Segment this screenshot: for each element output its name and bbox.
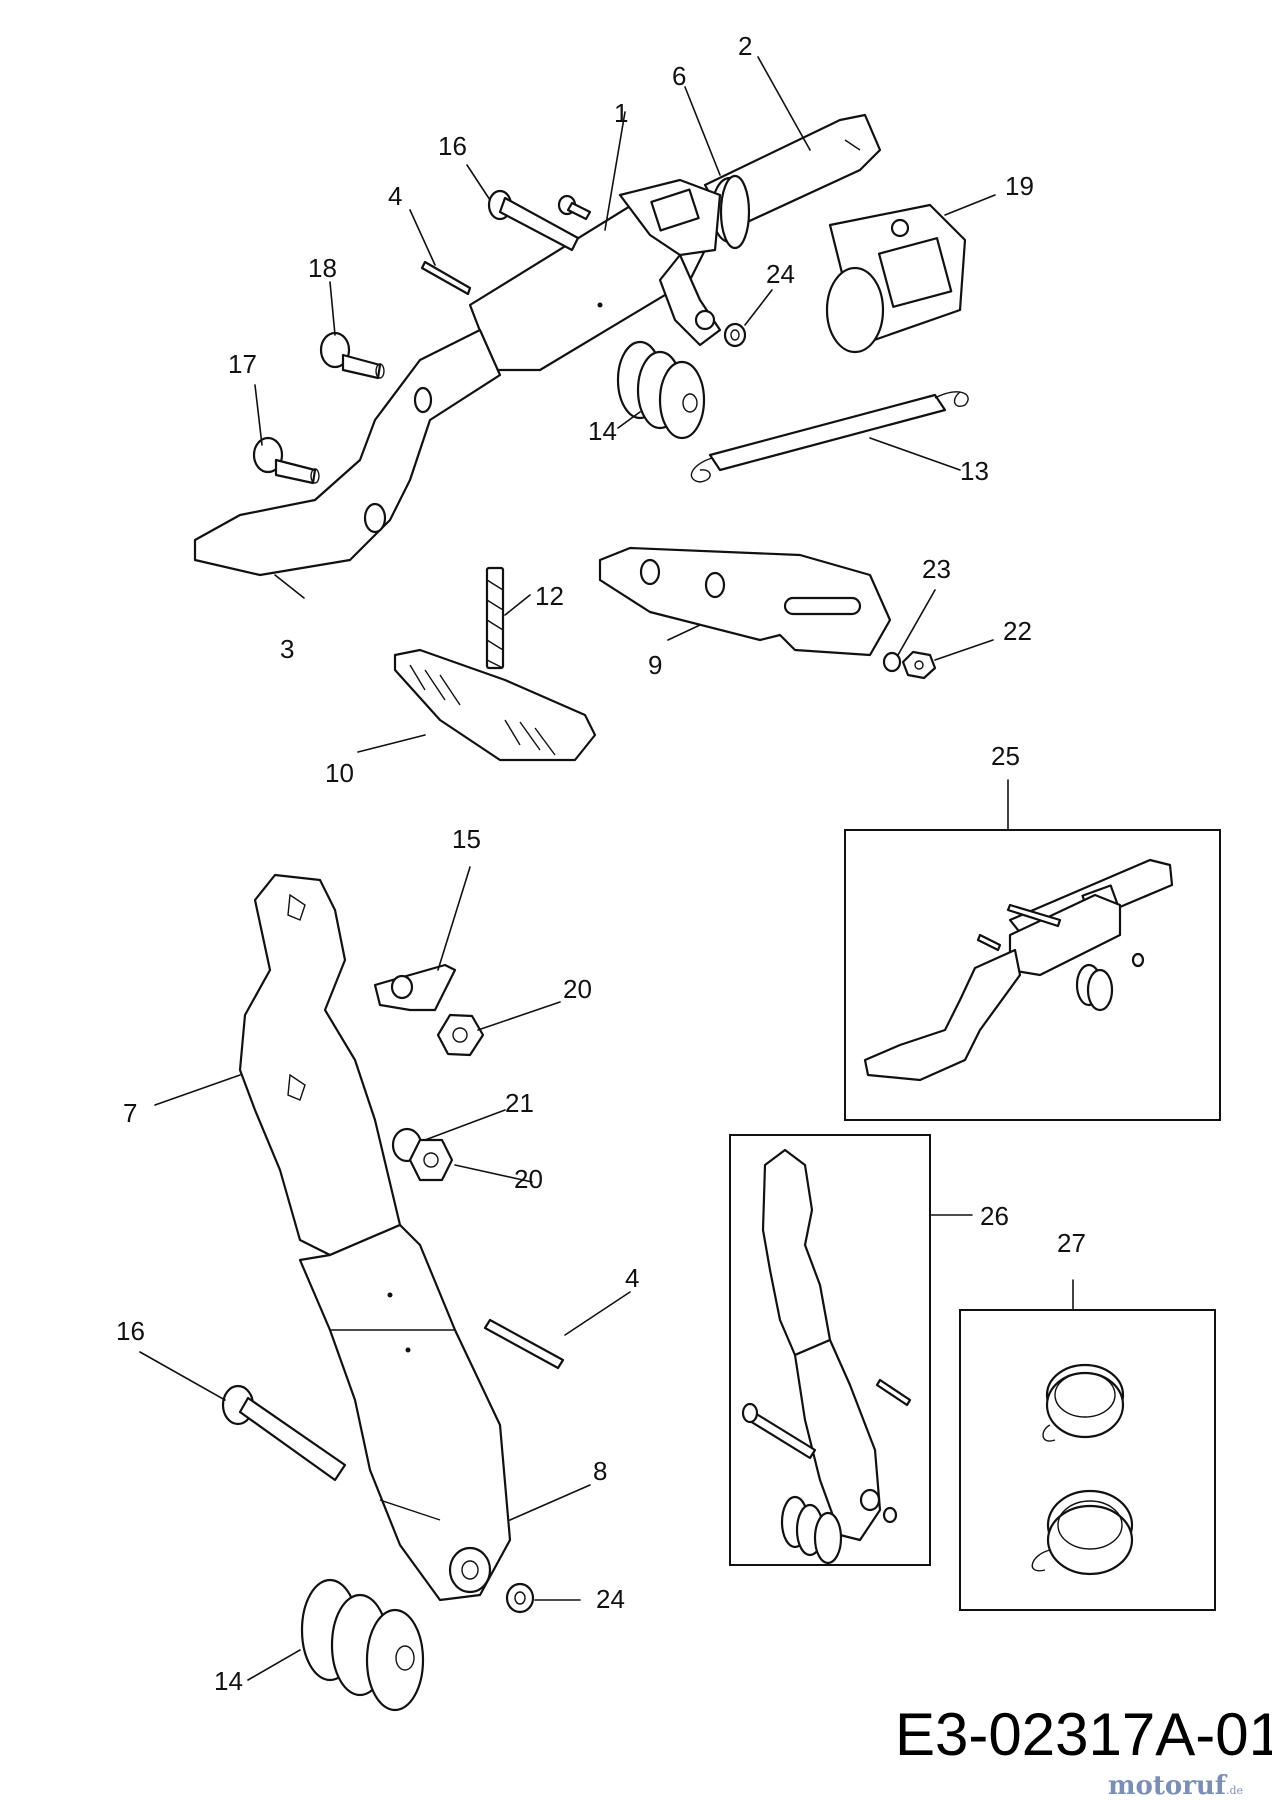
callout: 7 [123,1098,137,1128]
part-bolt [221,1384,347,1482]
callout: 13 [960,456,989,486]
callout: 20 [514,1164,543,1194]
part-shoulder-bolt [252,436,320,485]
part-belt [485,566,505,670]
callout: 12 [535,581,564,611]
callout: 24 [596,1584,625,1614]
callout: 23 [922,554,951,584]
part-spring [690,391,969,483]
callout: 26 [980,1201,1009,1231]
callout: 22 [1003,616,1032,646]
kit-box-bracket-assembly [729,1134,931,1566]
callout: 16 [116,1316,145,1346]
part-washer [505,1582,535,1614]
part-lower-arm [298,1223,512,1602]
part-guard [825,203,967,354]
part-shoulder-bolt [319,331,385,380]
callout: 21 [505,1088,534,1118]
part-deflector [393,648,597,762]
callout: 15 [452,824,481,854]
part-nut [408,1138,454,1182]
part-bushing [719,174,751,250]
callout: 25 [991,741,1020,771]
part-nut [436,1013,485,1057]
callout-labels: 1 2 3 4 6 9 10 12 13 14 16 17 18 19 22 2… [116,31,1086,1696]
part-plate [598,546,892,657]
callout: 10 [325,758,354,788]
callout: 16 [438,131,467,161]
leader-lines [139,56,1074,1681]
part-pulley [300,1578,425,1712]
part-pulley [616,340,706,440]
part-main-arm [193,178,722,577]
callout: 19 [1005,171,1034,201]
part-pin [483,1318,565,1370]
watermark-text: motoruf [1108,1771,1226,1801]
callout: 8 [593,1456,607,1486]
callout: 14 [214,1666,243,1696]
callout: 17 [228,349,257,379]
callout: 1 [614,98,628,128]
part-bolt [487,189,580,252]
callout: 14 [588,416,617,446]
callout: 4 [388,181,402,211]
part-pin [420,260,472,296]
part-bracket-arm [238,873,402,1257]
callout: 20 [563,974,592,1004]
part-washer [723,322,747,348]
document-number: E3-02317A-01 [895,1701,1272,1768]
kit-box-clamps [959,1309,1216,1611]
callout: 6 [672,61,686,91]
kit-box-arm-assembly [844,829,1221,1121]
callout: 27 [1057,1228,1086,1258]
part-nut [901,650,937,680]
callout: 9 [648,650,662,680]
callout: 3 [280,634,294,664]
watermark-logo: motoruf.de [1108,1771,1243,1801]
part-small-bracket [373,963,457,1012]
callout: 24 [766,259,795,289]
callout: 2 [738,31,752,61]
part-washer [882,651,902,673]
part-screw [557,194,592,221]
callout: 18 [308,253,337,283]
watermark-tld: .de [1226,1784,1244,1797]
callout: 4 [625,1263,639,1293]
